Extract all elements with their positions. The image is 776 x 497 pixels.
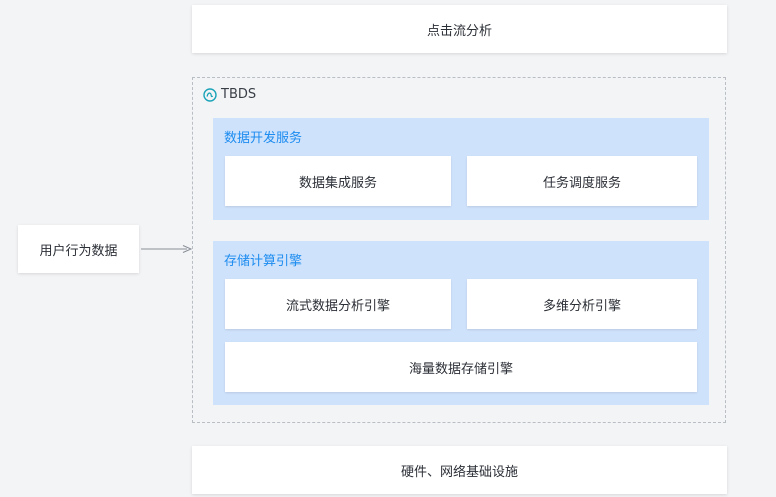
data-development-title: 数据开发服务 <box>224 131 303 146</box>
data-development-panel: 数据开发服务 数据集成服务 任务调度服务 <box>213 118 709 220</box>
arrow-right-icon <box>141 245 193 253</box>
stream-analytics-engine-label: 流式数据分析引擎 <box>285 298 390 314</box>
olap-engine-label: 多维分析引擎 <box>542 298 621 314</box>
hardware-network-infrastructure-box: 硬件、网络基础设施 <box>192 446 727 494</box>
olap-engine-box: 多维分析引擎 <box>467 279 697 329</box>
user-behavior-data-box: 用户行为数据 <box>18 225 139 273</box>
tbds-logo-icon <box>203 87 217 102</box>
tbds-header: TBDS <box>203 87 256 102</box>
storage-compute-engine-panel: 存储计算引擎 流式数据分析引擎 多维分析引擎 海量数据存储引擎 <box>213 241 709 405</box>
mass-data-storage-engine-box: 海量数据存储引擎 <box>225 342 697 392</box>
storage-compute-engine-title: 存储计算引擎 <box>224 254 303 269</box>
task-scheduling-service-box: 任务调度服务 <box>467 156 697 206</box>
click-stream-analysis-box: 点击流分析 <box>192 5 727 53</box>
user-behavior-data-label: 用户行为数据 <box>39 243 118 259</box>
tbds-title: TBDS <box>221 87 257 102</box>
stream-analytics-engine-box: 流式数据分析引擎 <box>225 279 451 329</box>
mass-data-storage-engine-label: 海量数据存储引擎 <box>408 361 513 377</box>
data-integration-service-label: 数据集成服务 <box>298 175 377 191</box>
tbds-container: TBDS 数据开发服务 数据集成服务 任务调度服务 存储计算引擎 流式数据分析引… <box>192 77 726 423</box>
hardware-network-infrastructure-label: 硬件、网络基础设施 <box>400 464 518 480</box>
data-integration-service-box: 数据集成服务 <box>225 156 451 206</box>
click-stream-analysis-label: 点击流分析 <box>426 23 492 39</box>
task-scheduling-service-label: 任务调度服务 <box>542 175 621 191</box>
